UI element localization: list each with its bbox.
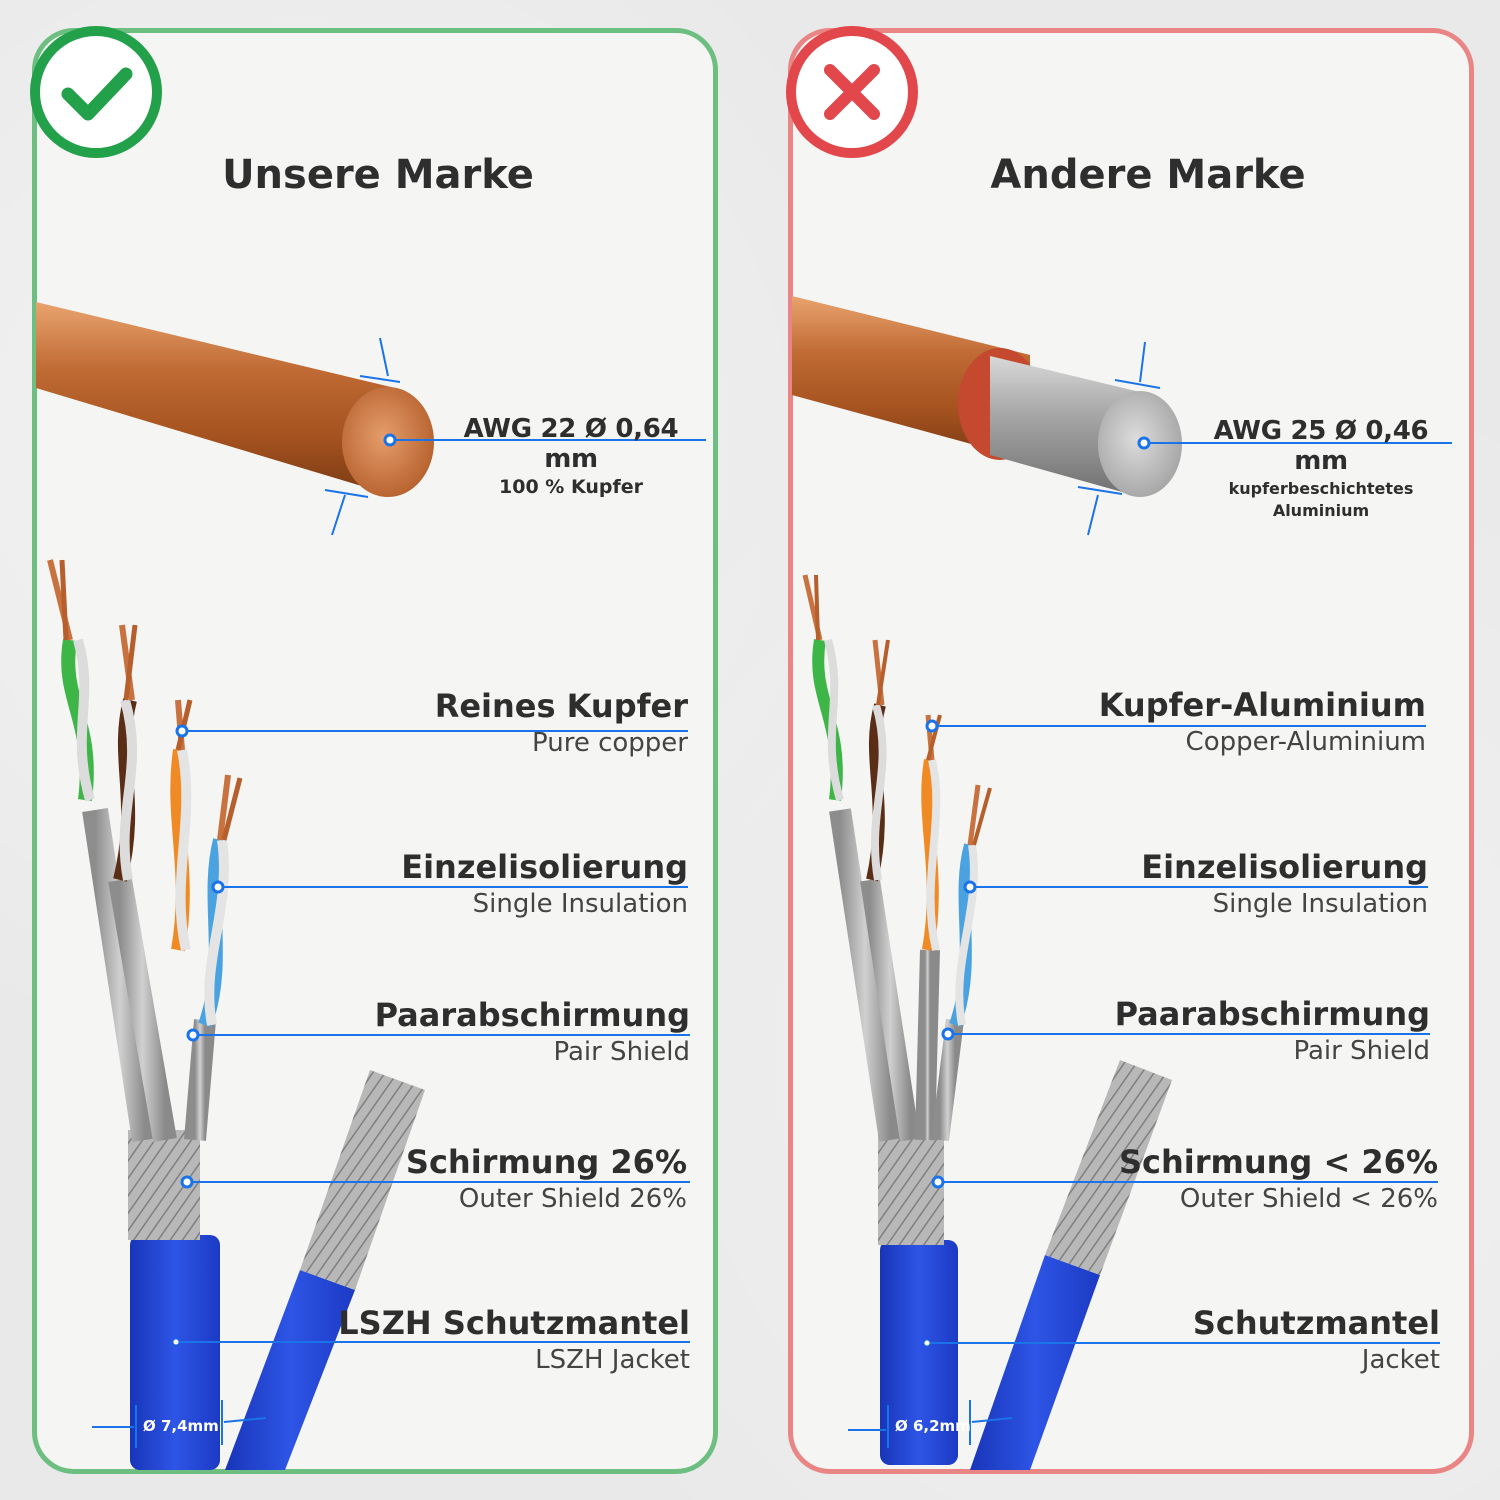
brand-title-ours: Unsere Marke: [222, 152, 534, 198]
label-conductor-other: Kupfer-Aluminium Copper-Aluminium: [1020, 689, 1426, 755]
check-badge: [30, 26, 162, 158]
label-de: Reines Kupfer: [434, 687, 688, 725]
cable-diameter-ours: Ø 7,4mm: [143, 1417, 219, 1435]
awg-spec-ours: AWG 22 Ø 0,64 mm 100 % Kupfer: [436, 414, 706, 498]
label-de: Einzelisolierung: [1141, 848, 1428, 886]
awg-value: AWG 25 Ø 0,46 mm: [1213, 416, 1429, 476]
check-icon: [61, 67, 133, 121]
awg-value: AWG 22 Ø 0,64 mm: [463, 414, 679, 474]
cca-conductor-other: [792, 296, 1452, 536]
cross-badge: [786, 26, 918, 158]
label-en: Pair Shield: [1293, 1036, 1430, 1066]
label-jacket-other: Schutzmantel Jacket: [1040, 1307, 1440, 1373]
label-en: Outer Shield < 26%: [1179, 1184, 1438, 1214]
conductor-material: 100 % Kupfer: [499, 476, 643, 498]
brand-title-other: Andere Marke: [990, 152, 1306, 198]
label-outer-shield-ours: Schirmung 26% Outer Shield 26%: [300, 1146, 687, 1212]
label-en: Jacket: [1361, 1345, 1440, 1375]
label-pair-shield-other: Paarabschirmung Pair Shield: [1040, 998, 1430, 1064]
label-en: Copper-Aluminium: [1185, 727, 1426, 757]
label-de: Paarabschirmung: [374, 996, 690, 1034]
cable-cross-section-other: [802, 574, 1172, 1470]
label-en: Outer Shield 26%: [458, 1184, 687, 1214]
label-en: Pure copper: [532, 728, 688, 758]
label-pair-shield-ours: Paarabschirmung Pair Shield: [300, 999, 690, 1065]
label-de: Kupfer-Aluminium: [1098, 686, 1426, 724]
cable-cross-section-ours: [47, 559, 425, 1470]
label-en: Single Insulation: [1212, 889, 1428, 919]
copper-conductor-ours: [36, 302, 706, 536]
label-conductor-ours: Reines Kupfer Pure copper: [300, 690, 688, 756]
label-en: Single Insulation: [472, 889, 688, 919]
label-de: Schutzmantel: [1192, 1304, 1440, 1342]
label-en: Pair Shield: [553, 1037, 690, 1067]
label-de: Schirmung < 26%: [1118, 1143, 1438, 1181]
label-outer-shield-other: Schirmung < 26% Outer Shield < 26%: [1040, 1146, 1438, 1212]
conductor-material-line2: Aluminium: [1272, 501, 1370, 521]
cross-icon: [824, 64, 880, 120]
label-jacket-ours: LSZH Schutzmantel LSZH Jacket: [300, 1307, 690, 1373]
label-de: LSZH Schutzmantel: [338, 1304, 690, 1342]
leader-lines-other: [923, 719, 1440, 1347]
label-de: Schirmung 26%: [405, 1143, 687, 1181]
cable-diameter-other: Ø 6,2mm: [895, 1417, 971, 1435]
label-de: Einzelisolierung: [401, 848, 688, 886]
awg-spec-other: AWG 25 Ø 0,46 mm kupferbeschichtetes Alu…: [1186, 416, 1456, 521]
label-insulation-ours: Einzelisolierung Single Insulation: [300, 851, 688, 917]
leader-lines-ours: [172, 724, 690, 1346]
conductor-material-line1: kupferbeschichtetes: [1228, 479, 1414, 498]
label-insulation-other: Einzelisolierung Single Insulation: [1040, 851, 1428, 917]
label-en: LSZH Jacket: [535, 1345, 690, 1375]
label-de: Paarabschirmung: [1114, 995, 1430, 1033]
